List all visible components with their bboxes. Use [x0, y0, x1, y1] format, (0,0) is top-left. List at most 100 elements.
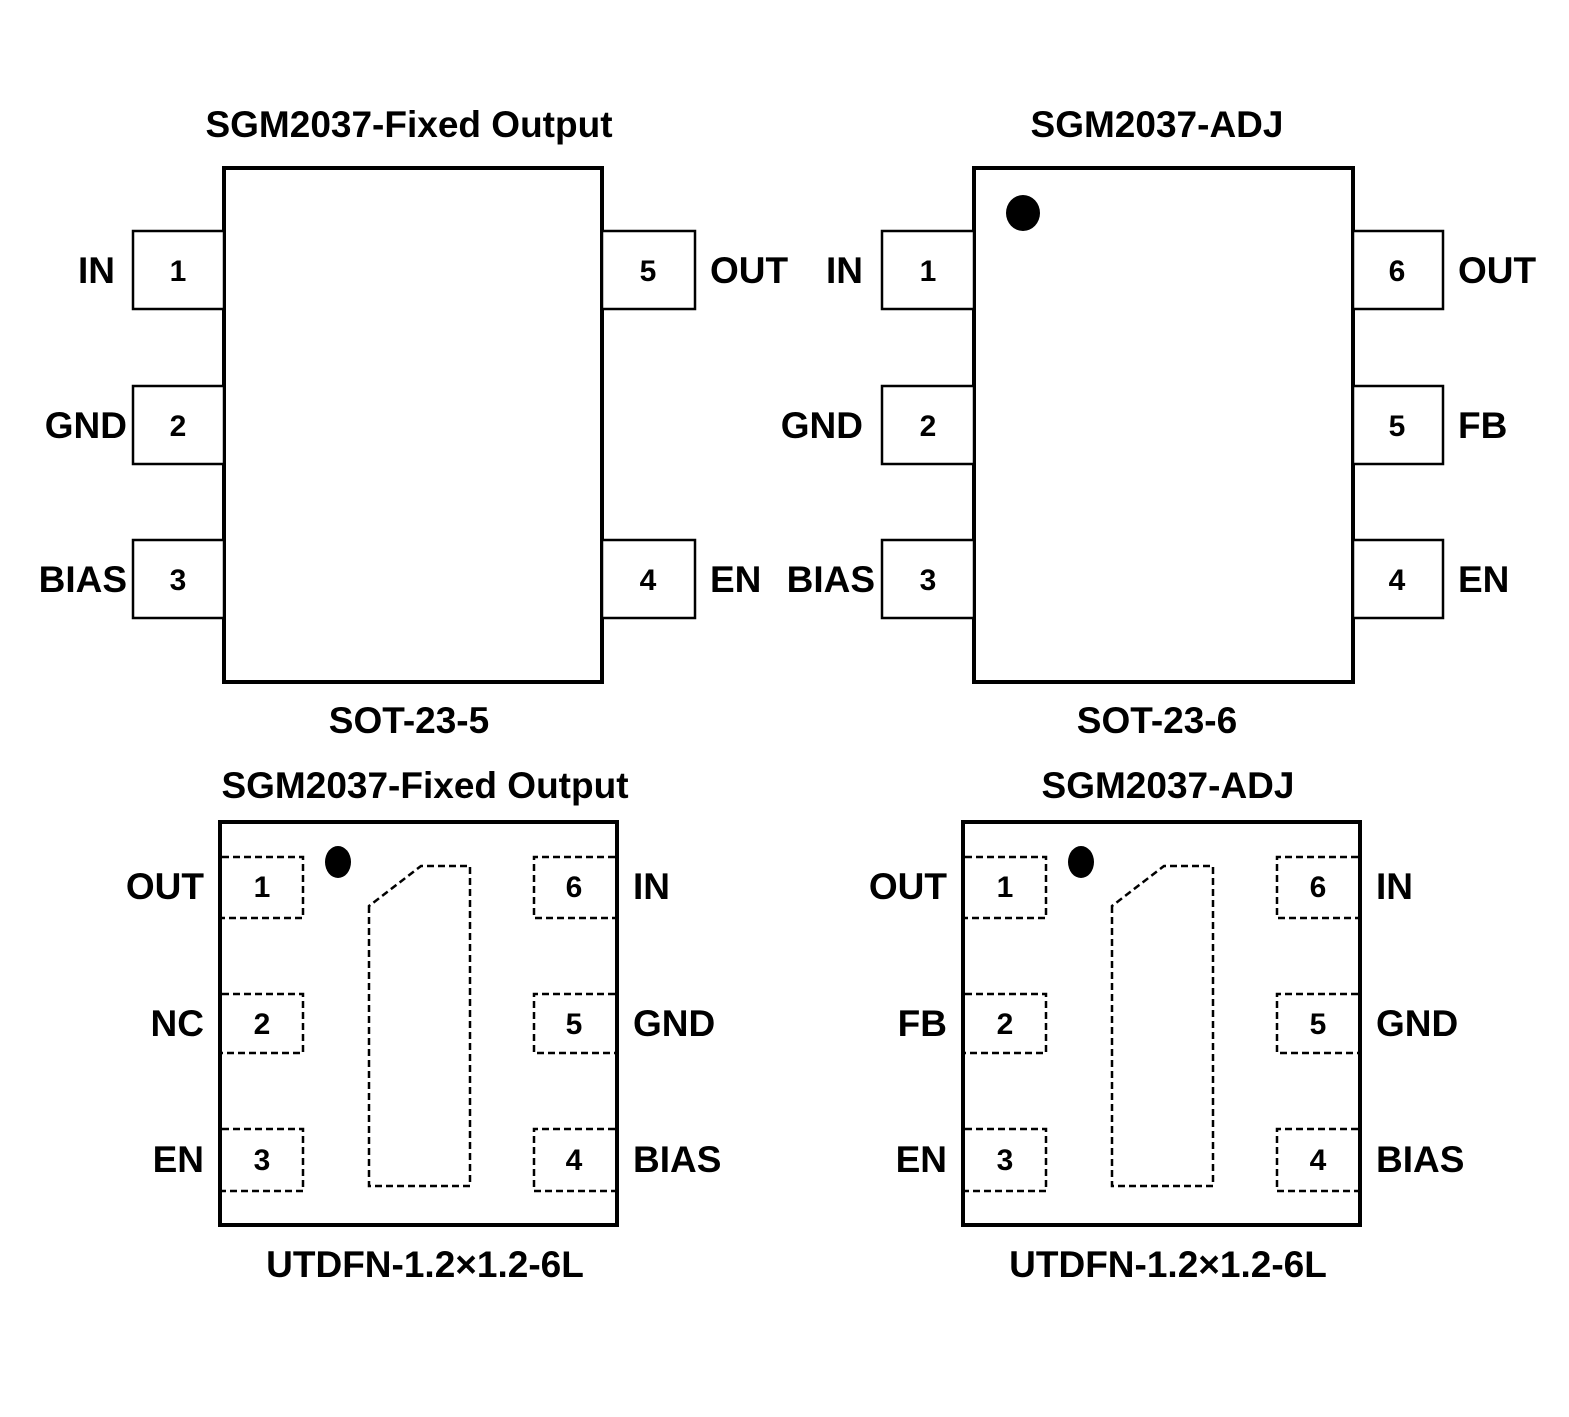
- pin-number: 2: [997, 1008, 1014, 1041]
- pin-number: 3: [254, 1144, 271, 1177]
- pin-name: IN: [1376, 866, 1413, 907]
- pin-5: 5 FB: [1351, 384, 1507, 466]
- pin-2: 2 GND: [781, 384, 976, 466]
- pin-number: 3: [997, 1144, 1014, 1177]
- package-body: [222, 166, 604, 684]
- pin-4: 4 BIAS: [1275, 1127, 1464, 1193]
- pin-lead: [131, 384, 226, 466]
- pin-number: 1: [920, 255, 937, 288]
- package-label: UTDFN-1.2×1.2-6L: [1009, 1244, 1327, 1285]
- package-label: SOT-23-5: [329, 700, 489, 741]
- pin-name: BIAS: [633, 1139, 721, 1180]
- pin-1: 1 OUT: [869, 855, 1048, 920]
- diagram-title: SGM2037-ADJ: [1031, 104, 1284, 145]
- pin-6: 6 IN: [1275, 855, 1413, 920]
- pin-number: 4: [566, 1144, 583, 1177]
- pin-1: 1 IN: [826, 229, 976, 311]
- pin-2: 2 GND: [45, 384, 226, 466]
- pin-name: EN: [710, 559, 761, 600]
- pin-pad: [965, 855, 1048, 920]
- diagram-sot23-5-fixed: SGM2037-Fixed Output 1 IN 2 GND 3 BIAS 5…: [39, 104, 789, 741]
- pin-name: EN: [896, 1139, 947, 1180]
- pin-lead: [600, 538, 697, 620]
- pin-lead: [131, 229, 226, 311]
- pin-5: 5 GND: [532, 992, 715, 1055]
- pin-number: 5: [640, 255, 657, 288]
- pin-pad: [222, 992, 305, 1055]
- pin-3: 3 EN: [896, 1127, 1048, 1193]
- pin-pad: [1275, 855, 1358, 920]
- pin-number: 5: [1310, 1008, 1327, 1041]
- pin-lead: [1351, 538, 1445, 620]
- pin-number: 5: [566, 1008, 583, 1041]
- pin-name: OUT: [710, 250, 789, 291]
- pin-pad: [222, 1127, 305, 1193]
- pin-5: 5 OUT: [600, 229, 789, 311]
- pin-number: 1: [997, 871, 1014, 904]
- pin-number: 6: [566, 871, 583, 904]
- pin-4: 4 BIAS: [532, 1127, 721, 1193]
- pin-1: 1 OUT: [126, 855, 305, 920]
- pin-number: 1: [254, 871, 271, 904]
- pin-3: 3 BIAS: [787, 538, 976, 620]
- diagram-sot23-6-adj: SGM2037-ADJ 1 IN 2 GND 3 BIAS 6 OUT 5 FB: [781, 104, 1537, 741]
- pin-pad: [532, 1127, 615, 1193]
- pin-number: 5: [1389, 410, 1406, 443]
- pin-name: OUT: [126, 866, 205, 907]
- pin-2: 2 NC: [151, 992, 305, 1055]
- pin-number: 4: [1310, 1144, 1327, 1177]
- pin-name: IN: [78, 250, 115, 291]
- pin-name: GND: [1376, 1003, 1458, 1044]
- exposed-pad: [1110, 864, 1215, 1188]
- pin-3: 3 BIAS: [39, 538, 226, 620]
- pin-pad: [1275, 992, 1358, 1055]
- pin-lead: [1351, 384, 1445, 466]
- pin-name: OUT: [869, 866, 948, 907]
- package-body: [218, 820, 619, 1227]
- pin1-indicator-dot: [1068, 846, 1094, 878]
- pin-lead: [880, 384, 976, 466]
- pin-pad: [965, 1127, 1048, 1193]
- pin-number: 2: [920, 410, 937, 443]
- pin-pad: [532, 855, 615, 920]
- package-body: [972, 166, 1355, 684]
- pin-name: GND: [781, 405, 863, 446]
- pin-name: FB: [1458, 405, 1507, 446]
- pin-lead: [600, 229, 697, 311]
- pin-name: OUT: [1458, 250, 1537, 291]
- package-label: UTDFN-1.2×1.2-6L: [266, 1244, 584, 1285]
- pin-name: BIAS: [39, 559, 127, 600]
- pin-number: 6: [1310, 871, 1327, 904]
- pin-name: BIAS: [787, 559, 875, 600]
- pin-number: 4: [1389, 564, 1406, 597]
- pin-name: EN: [1458, 559, 1509, 600]
- diagram-utdfn-adj: SGM2037-ADJ 1 OUT 2 FB 3 EN 6 IN 5 GND: [869, 765, 1465, 1285]
- pin-name: IN: [633, 866, 670, 907]
- pin-lead: [880, 538, 976, 620]
- pin-name: IN: [826, 250, 863, 291]
- diagram-title: SGM2037-ADJ: [1042, 765, 1295, 806]
- pin-2: 2 FB: [898, 992, 1048, 1055]
- exposed-pad: [367, 864, 472, 1188]
- pin1-indicator-dot: [1006, 195, 1040, 231]
- pin-name: EN: [153, 1139, 204, 1180]
- diagram-utdfn-fixed: SGM2037-Fixed Output 1 OUT 2 NC 3 EN 6 I…: [126, 765, 722, 1285]
- pin-pad: [532, 992, 615, 1055]
- package-label: SOT-23-6: [1077, 700, 1237, 741]
- pin-pad: [222, 855, 305, 920]
- diagram-title: SGM2037-Fixed Output: [205, 104, 612, 145]
- pin-pad: [965, 992, 1048, 1055]
- pin-number: 2: [254, 1008, 271, 1041]
- pin-name: BIAS: [1376, 1139, 1464, 1180]
- pin-number: 1: [170, 255, 187, 288]
- pin-pad: [1275, 1127, 1358, 1193]
- pin-name: NC: [151, 1003, 204, 1044]
- pin1-indicator-dot: [325, 846, 351, 878]
- pin-6: 6 IN: [532, 855, 670, 920]
- pin-name: FB: [898, 1003, 947, 1044]
- pin-1: 1 IN: [78, 229, 226, 311]
- pin-number: 3: [920, 564, 937, 597]
- pin-lead: [131, 538, 226, 620]
- pin-lead: [880, 229, 976, 311]
